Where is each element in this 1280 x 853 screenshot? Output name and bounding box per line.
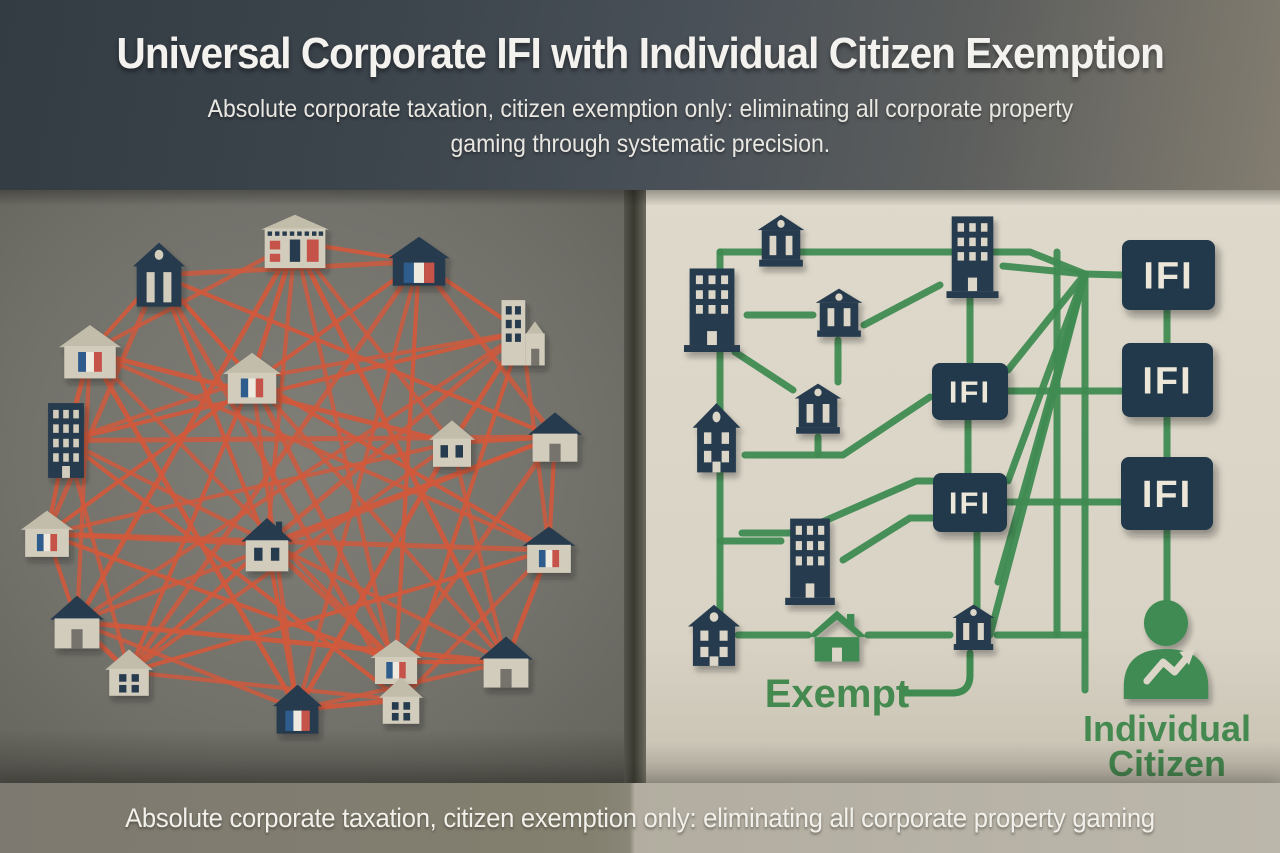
right-buildings: IFI IFI IFI IFI IFI xyxy=(684,214,1215,699)
ifi-label: IFI xyxy=(949,485,991,520)
exempt-connector-line xyxy=(901,649,974,697)
ifi-reporting-line xyxy=(716,248,1089,278)
ifi-reporting-line xyxy=(986,270,1089,639)
apartment-building-icon xyxy=(48,403,84,478)
ownership-link-line xyxy=(398,547,552,703)
ifi-box: IFI xyxy=(1121,457,1213,530)
apartment-building-icon xyxy=(684,268,740,352)
ownership-link-line xyxy=(398,329,525,703)
ownership-link-line xyxy=(292,239,404,703)
ownership-link-line xyxy=(44,440,455,537)
ownership-link-line xyxy=(87,239,298,355)
subtitle-line-2: gaming through systematic precision. xyxy=(450,130,830,159)
ownership-link-line xyxy=(264,329,525,547)
ownership-link-line xyxy=(126,376,255,675)
ifi-box-rect xyxy=(1121,457,1213,530)
ownership-link-line xyxy=(126,669,404,703)
apartment-building-icon xyxy=(48,403,84,478)
ownership-link-line xyxy=(249,376,552,553)
ifi-reporting-line xyxy=(1081,270,1126,279)
ownership-link-line xyxy=(63,434,558,443)
ifi-label: IFI xyxy=(1142,360,1192,402)
ownership-link-line xyxy=(44,531,399,665)
ifi-box-rect xyxy=(933,473,1007,532)
ownership-link-line xyxy=(74,619,300,712)
ownership-link-line xyxy=(74,349,93,625)
ownership-link-line xyxy=(44,272,162,537)
ifi-reporting-line xyxy=(999,262,1089,278)
ifi-label: IFI xyxy=(1143,255,1193,297)
subtitle-line-1: Absolute corporate taxation, citizen exe… xyxy=(207,95,1073,124)
ifi-box: IFI xyxy=(932,363,1008,420)
ifi-label: IFI xyxy=(949,374,991,409)
ifi-box-rect xyxy=(1122,343,1213,417)
ownership-link-line xyxy=(449,440,509,665)
ifi-reporting-line xyxy=(738,477,936,537)
ifi-label: IFI xyxy=(1142,474,1192,516)
ifi-reporting-line xyxy=(1004,270,1089,374)
ownership-link-line xyxy=(126,259,422,675)
ownership-link-line xyxy=(74,434,558,625)
page-title: Universal Corporate IFI with Individual … xyxy=(116,29,1164,78)
exempt-label: Exempt xyxy=(765,672,910,716)
ownership-link-line xyxy=(126,541,270,675)
apartment-building-icon xyxy=(785,518,835,605)
ownership-link-line xyxy=(156,272,558,440)
ifi-box: IFI xyxy=(1122,240,1215,310)
ifi-box-rect xyxy=(932,363,1008,420)
footer-band: Absolute corporate taxation, citizen exe… xyxy=(0,783,1280,853)
ownership-link-line xyxy=(44,531,270,547)
right-bottom-shade xyxy=(646,742,1280,785)
ownership-link-line xyxy=(63,329,525,443)
ifi-reporting-line xyxy=(860,281,944,329)
ifi-box-rect xyxy=(1122,240,1215,310)
ownership-link-line xyxy=(292,239,509,665)
ownership-link-line xyxy=(63,438,404,703)
apartment-building-icon xyxy=(785,518,835,605)
left-bottom-shade xyxy=(0,730,624,785)
panel-divider xyxy=(624,190,646,785)
ifi-box: IFI xyxy=(933,473,1007,532)
page-subtitle: Absolute corporate taxation, citizen exe… xyxy=(0,92,1280,162)
ifi-box: IFI xyxy=(1122,343,1213,417)
green-ifi-network xyxy=(716,248,1171,697)
apartment-building-icon xyxy=(684,268,740,352)
ifi-reporting-line xyxy=(839,514,936,564)
apartment-building-icon xyxy=(946,216,999,298)
ownership-link-line xyxy=(63,438,132,675)
apartment-building-icon xyxy=(946,216,999,298)
ownership-link-line xyxy=(87,349,300,712)
footer-text: Absolute corporate taxation, citizen exe… xyxy=(125,802,1155,833)
ifi-reporting-line xyxy=(741,393,934,459)
header-band: Universal Corporate IFI with Individual … xyxy=(0,0,1280,206)
ifi-reporting-line xyxy=(731,348,797,394)
